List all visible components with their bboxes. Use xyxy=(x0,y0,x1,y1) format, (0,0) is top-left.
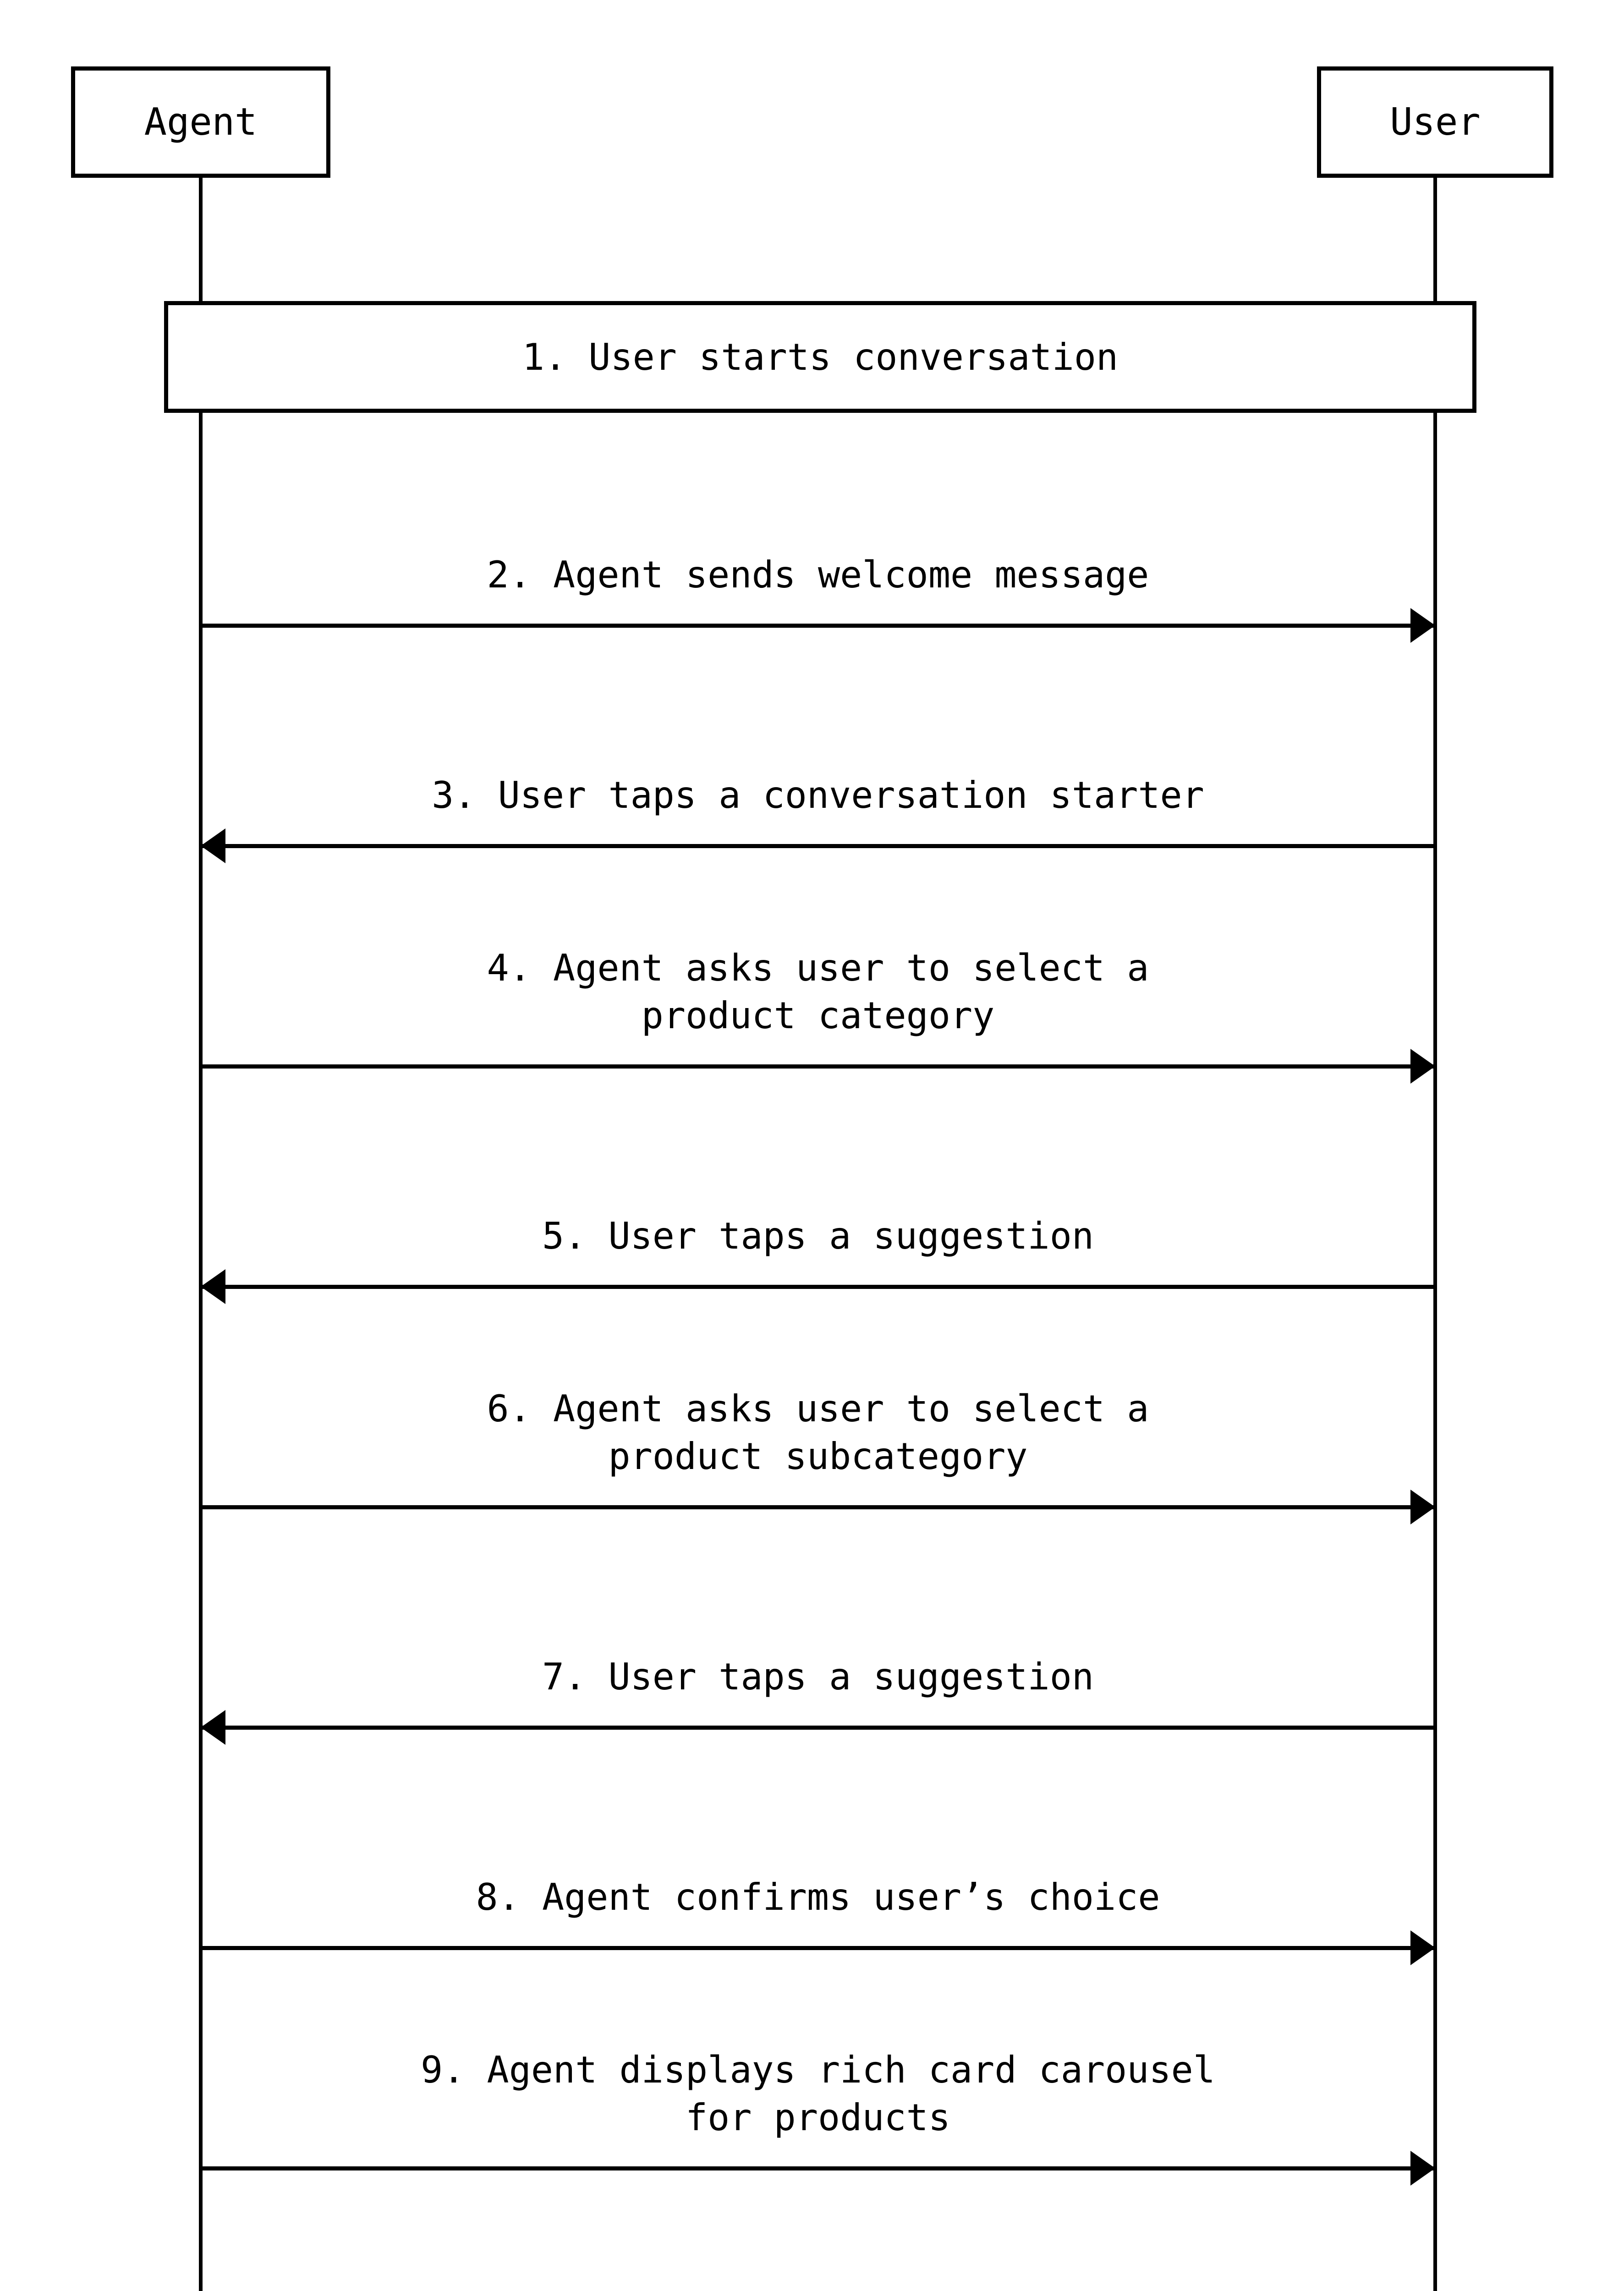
actor-agent-top: Agent xyxy=(71,66,330,178)
arrowhead-right-icon xyxy=(1410,1930,1435,1965)
lifeline-agent xyxy=(199,178,203,2291)
message-label: 7. User taps a suggestion xyxy=(542,1655,1094,1698)
message-label: 6. Agent asks user to select a product s… xyxy=(487,1387,1149,1478)
message-line xyxy=(201,844,1435,848)
arrowhead-left-icon xyxy=(201,1269,225,1304)
arrowhead-right-icon xyxy=(1410,1049,1435,1084)
message-label: 8. Agent confirms user’s choice xyxy=(476,1876,1160,1918)
arrowhead-left-icon xyxy=(201,828,225,863)
actor-user-top-label: User xyxy=(1390,100,1481,144)
message-line xyxy=(201,2166,1435,2170)
message-line xyxy=(201,1505,1435,1509)
arrowhead-right-icon xyxy=(1410,608,1435,643)
arrowhead-left-icon xyxy=(201,1710,225,1745)
message-line xyxy=(201,1285,1435,1289)
lifeline-user xyxy=(1433,178,1437,2291)
actor-user-top: User xyxy=(1317,66,1553,178)
arrowhead-right-icon xyxy=(1410,2151,1435,2186)
message-label: 5. User taps a suggestion xyxy=(542,1215,1094,1257)
message-label: 4. Agent asks user to select a product c… xyxy=(487,947,1149,1037)
note-banner-label: 1. User starts conversation xyxy=(522,335,1119,378)
message-label: 9. Agent displays rich card carousel for… xyxy=(421,2049,1215,2139)
message-line xyxy=(201,1946,1435,1950)
message-line xyxy=(201,624,1435,628)
message-line xyxy=(201,1726,1435,1730)
message-label: 3. User taps a conversation starter xyxy=(432,774,1204,817)
message-line xyxy=(201,1064,1435,1069)
actor-agent-top-label: Agent xyxy=(144,100,258,144)
arrowhead-right-icon xyxy=(1410,1490,1435,1524)
message-label: 2. Agent sends welcome message xyxy=(487,554,1149,596)
note-banner: 1. User starts conversation xyxy=(164,301,1476,413)
